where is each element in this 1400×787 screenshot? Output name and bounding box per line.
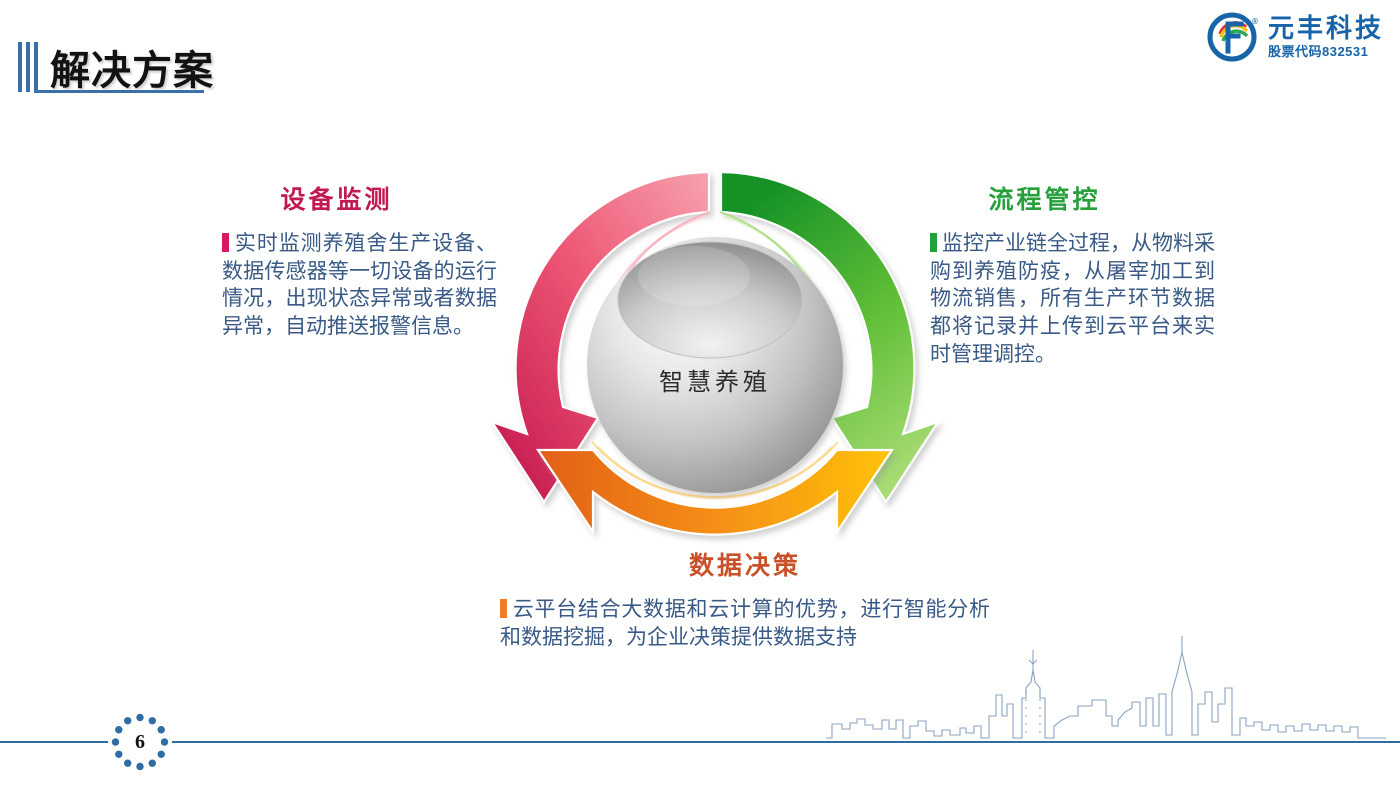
page-badge-dots-icon [111, 713, 169, 771]
logo-stock-code: 股票代码832531 [1267, 43, 1369, 59]
data-arrow [535, 448, 895, 536]
panel-process-heading: 流程管控 [988, 187, 1101, 214]
footer-divider [0, 741, 1400, 743]
svg-text:®: ® [1251, 17, 1259, 26]
bullet-marker-device-icon [222, 233, 229, 252]
title-underline [34, 90, 204, 93]
page-badge-mask [108, 735, 172, 749]
page-title-block: 解决方案 [18, 40, 438, 102]
center-sphere [587, 237, 843, 493]
page-number: 6 [135, 730, 145, 753]
device-arrow [489, 170, 711, 505]
page-number-badge: 6 [110, 712, 170, 772]
company-logo: ® 元丰科技 股票代码832531 [1206, 10, 1384, 64]
panel-data-heading: 数据决策 [688, 553, 801, 580]
page-title: 解决方案 [50, 49, 214, 93]
bullet-marker-data-icon [500, 599, 507, 618]
bullet-marker-process-icon [930, 233, 937, 252]
circular-f-logo-icon: ® [1206, 10, 1260, 64]
process-arrow [719, 170, 941, 505]
panel-device-heading: 设备监测 [280, 187, 393, 214]
panel-process-control: 流程管控 监控产业链全过程，从物料采购到养殖防疫，从屠宰加工到物流销售，所有生产… [930, 186, 1215, 369]
panel-process-body: 监控产业链全过程，从物料采购到养殖防疫，从屠宰加工到物流销售，所有生产环节数据都… [930, 230, 1215, 369]
panel-data-body-text: 云平台结合大数据和云计算的优势，进行智能分析和数据挖掘，为企业决策提供数据支持 [500, 597, 990, 649]
logo-text-block: 元丰科技 股票代码832531 [1267, 12, 1384, 60]
panel-data-body: 云平台结合大数据和云计算的优势，进行智能分析和数据挖掘，为企业决策提供数据支持 [500, 596, 990, 651]
panel-device-body-text: 实时监测养殖舍生产设备、数据传感器等一切设备的运行情况，出现状态异常或者数据异常… [222, 231, 497, 339]
panel-device-body: 实时监测养殖舍生产设备、数据传感器等一切设备的运行情况，出现状态异常或者数据异常… [222, 230, 497, 341]
cycle-diagram: 智慧养殖 [480, 150, 950, 570]
panel-data-decision: 数据决策 云平台结合大数据和云计算的优势，进行智能分析和数据挖掘，为企业决策提供… [500, 552, 990, 651]
title-accent-bars-icon [18, 42, 44, 92]
logo-company-name: 元丰科技 [1267, 12, 1384, 43]
panel-device-monitoring: 设备监测 实时监测养殖舍生产设备、数据传感器等一切设备的运行情况，出现状态异常或… [222, 186, 497, 341]
panel-process-body-text: 监控产业链全过程，从物料采购到养殖防疫，从屠宰加工到物流销售，所有生产环节数据都… [930, 231, 1215, 366]
